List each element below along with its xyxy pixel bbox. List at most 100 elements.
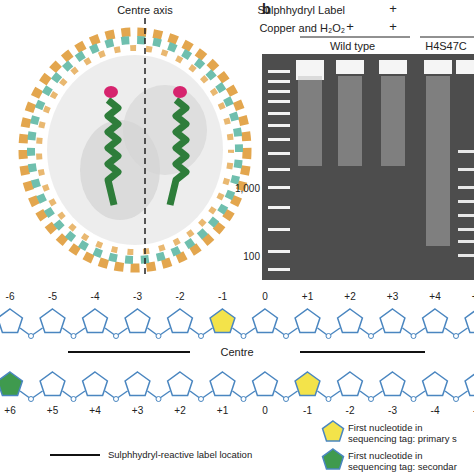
phosphate xyxy=(284,334,289,339)
gel-band xyxy=(336,60,364,74)
phosphate xyxy=(71,334,76,339)
sugar-pentagon xyxy=(338,372,363,396)
figure-label: + xyxy=(343,19,357,35)
sugar-pentagon xyxy=(210,372,235,396)
gel-band xyxy=(379,60,407,74)
legend-text: First nucleotide in sequencing tag: prim… xyxy=(348,422,472,444)
legend-shapes xyxy=(323,421,344,469)
dna-strand xyxy=(23,32,247,268)
phosphate xyxy=(326,334,331,339)
figure-label: + xyxy=(386,1,400,17)
gel-band xyxy=(458,200,474,203)
gel-band xyxy=(458,214,474,217)
figure-label: Copper and H₂O₂ xyxy=(220,21,345,35)
gel-smear xyxy=(381,76,405,166)
position-number: -1 xyxy=(293,404,323,417)
figure-label: 1,000 xyxy=(222,182,260,195)
figure-label: Centre xyxy=(207,345,267,359)
nucleosome xyxy=(23,18,247,278)
gel-smear xyxy=(338,76,362,166)
position-number: 0 xyxy=(250,290,280,303)
phosphate xyxy=(284,397,289,402)
sugar-pentagon xyxy=(295,309,320,333)
ladder-band xyxy=(268,152,290,155)
sugar-pentagon xyxy=(210,309,235,333)
position-number: +5 xyxy=(463,290,474,303)
sugar-pentagon xyxy=(253,372,278,396)
sugar-pentagon xyxy=(168,372,193,396)
ladder-band xyxy=(268,168,290,171)
gel-band xyxy=(458,240,474,243)
label-location-bar xyxy=(68,351,190,353)
ladder-band xyxy=(268,100,290,103)
phosphate xyxy=(199,397,204,402)
phosphate xyxy=(199,334,204,339)
dna-strand xyxy=(31,40,239,260)
legend-line-sample xyxy=(50,454,100,456)
sugar-pentagon xyxy=(40,372,65,396)
sugar-pentagon xyxy=(423,309,448,333)
position-number: +1 xyxy=(293,290,323,303)
group-line xyxy=(300,37,410,38)
centre-axis-line xyxy=(144,18,146,278)
gel-lanes xyxy=(268,60,474,271)
gel-smear xyxy=(298,76,322,166)
gel-band xyxy=(424,60,452,74)
sugar-pentagon xyxy=(40,309,65,333)
legend-text: First nucleotide in sequencing tag: seco… xyxy=(348,450,472,472)
ladder-band xyxy=(268,250,290,253)
position-number: -4 xyxy=(80,290,110,303)
phosphate xyxy=(156,397,161,402)
ladder-band xyxy=(268,112,290,115)
histone-helix xyxy=(108,100,118,205)
position-number: -6 xyxy=(0,290,25,303)
phosphate xyxy=(411,334,416,339)
dna-schematic xyxy=(0,309,474,402)
ladder-band xyxy=(268,228,290,231)
group-line xyxy=(420,37,474,38)
position-number: -3 xyxy=(378,404,408,417)
histone-core xyxy=(47,55,223,245)
position-number: +3 xyxy=(378,290,408,303)
phosphate xyxy=(114,397,119,402)
gel-band xyxy=(458,228,474,231)
position-number: 0 xyxy=(250,404,280,417)
ladder-band xyxy=(268,138,290,141)
sugar-pentagon xyxy=(83,309,108,333)
position-number: -5 xyxy=(463,404,474,417)
histone-helix xyxy=(170,100,186,205)
phosphate xyxy=(156,334,161,339)
phosphate xyxy=(369,397,374,402)
gel-band xyxy=(458,254,474,257)
sugar-pentagon xyxy=(465,309,474,333)
sugar-pentagon xyxy=(380,372,405,396)
gel-band xyxy=(456,60,474,74)
sugar-pentagon xyxy=(0,309,22,333)
ladder-band xyxy=(268,80,290,83)
sugar-pentagon xyxy=(253,309,278,333)
sugar-pentagon xyxy=(465,372,474,396)
sugar-pentagon xyxy=(0,372,22,396)
sugar-pentagon xyxy=(338,309,363,333)
ladder-band xyxy=(268,186,290,189)
position-number: -2 xyxy=(335,404,365,417)
ladder-band xyxy=(268,124,290,127)
gel-band xyxy=(458,168,474,171)
position-number: +1 xyxy=(208,404,238,417)
ladder-band xyxy=(268,70,290,73)
gel-band xyxy=(458,186,474,189)
label-location-bar xyxy=(300,351,425,353)
sugar-pentagon xyxy=(125,372,150,396)
sugar-pentagon xyxy=(423,372,448,396)
phosphate xyxy=(29,334,34,339)
sugar-pentagon xyxy=(323,421,344,441)
position-number: -4 xyxy=(420,404,450,417)
figure-label: Centre axis xyxy=(100,3,190,17)
label-site xyxy=(173,86,187,98)
phosphate xyxy=(454,334,459,339)
legend-text: Sulphhydryl-reactive label location xyxy=(108,449,308,460)
phosphate xyxy=(114,334,119,339)
sugar-pentagon xyxy=(168,309,193,333)
ladder-band xyxy=(268,90,290,93)
